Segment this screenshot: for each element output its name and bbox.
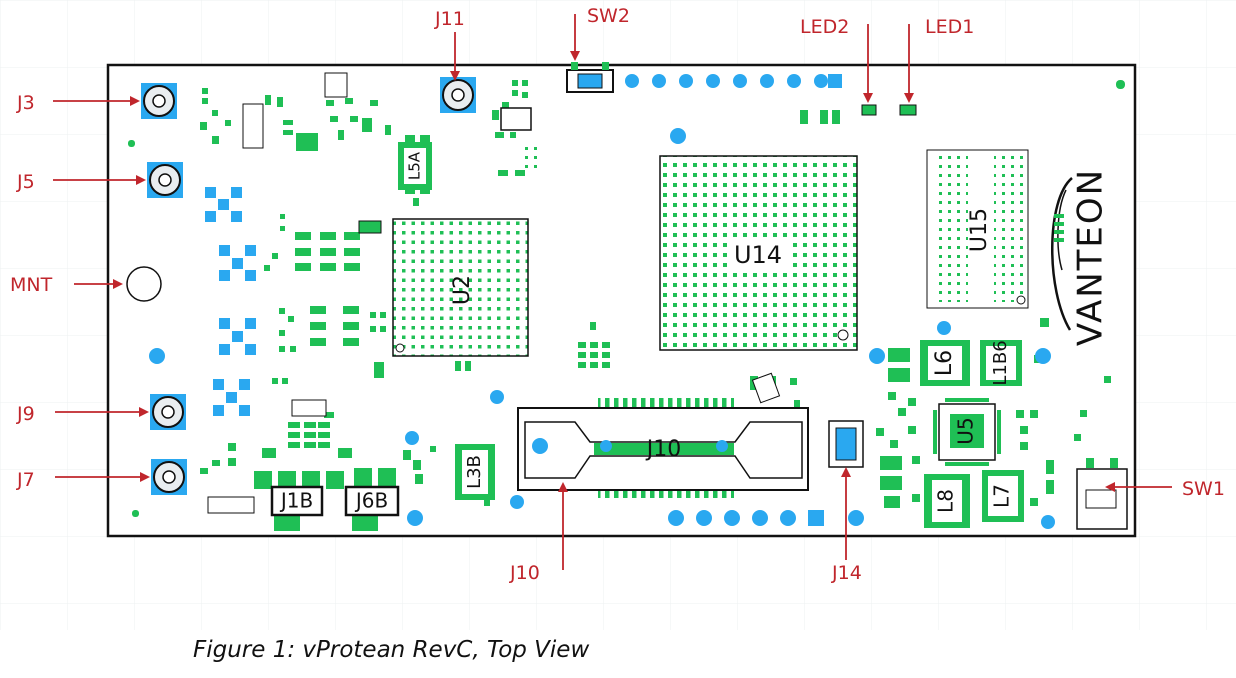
connector-j3 bbox=[141, 83, 177, 119]
u15-label: U15 bbox=[967, 208, 992, 252]
j10-silk-label: J10 bbox=[645, 437, 681, 462]
smd-pads bbox=[128, 80, 1125, 531]
inductor-l6: L6 bbox=[920, 340, 970, 386]
callout-sw1: SW1 bbox=[1105, 478, 1225, 500]
connector-j14 bbox=[828, 420, 864, 468]
rf-filter-pads bbox=[205, 187, 256, 416]
switch-sw1 bbox=[1076, 458, 1128, 530]
callout-j7: J7 bbox=[16, 469, 150, 491]
callout-sw1-label: SW1 bbox=[1182, 478, 1225, 500]
callout-sw2: SW2 bbox=[570, 5, 630, 61]
chip-u15: U15 bbox=[926, 149, 1029, 309]
callout-j14: J14 bbox=[831, 467, 862, 584]
u5-label: U5 bbox=[954, 417, 978, 444]
led2 bbox=[861, 104, 877, 116]
connector-j1b: J1B bbox=[270, 485, 324, 517]
callout-mnt-label: MNT bbox=[10, 274, 53, 296]
inductor-l1b6: L1B6 bbox=[980, 340, 1022, 386]
callout-j3-label: J3 bbox=[16, 92, 35, 114]
figure-caption: Figure 1: vProtean RevC, Top View bbox=[193, 637, 590, 663]
crystal-x1 bbox=[500, 107, 532, 131]
mounting-hole-mnt bbox=[126, 266, 162, 302]
l6-label: L6 bbox=[932, 350, 957, 376]
l3b-label: L3B bbox=[464, 455, 485, 489]
connector-j10: J10 bbox=[517, 398, 809, 498]
callout-j3: J3 bbox=[16, 92, 140, 114]
l8-label: L8 bbox=[934, 489, 958, 513]
header-pads-bottom bbox=[668, 510, 824, 526]
inductor-l3b: L3B bbox=[455, 444, 495, 500]
header-pads-top bbox=[625, 74, 842, 88]
inductor-l7: L7 bbox=[982, 470, 1024, 522]
board-diagram: L5A U2 U14 U15 VANTEON L6 L1 bbox=[0, 0, 1236, 630]
callout-j14-label: J14 bbox=[831, 562, 862, 584]
led1 bbox=[899, 104, 917, 116]
callout-led2: LED2 bbox=[800, 16, 873, 103]
logo-text: VANTEON bbox=[1071, 168, 1111, 346]
j1b-label: J1B bbox=[279, 489, 313, 513]
crystal-y1 bbox=[751, 372, 781, 404]
resistor-r27 bbox=[242, 103, 264, 149]
resistor-r119b bbox=[207, 496, 255, 514]
callout-mnt: MNT bbox=[10, 274, 123, 296]
callout-sw2-label: SW2 bbox=[587, 5, 630, 27]
callout-j5: J5 bbox=[16, 171, 146, 193]
transistor-q2a bbox=[324, 72, 348, 98]
switch-sw2 bbox=[566, 62, 614, 93]
u2-label: U2 bbox=[450, 275, 475, 305]
connector-j5 bbox=[147, 162, 183, 198]
callout-j11: J11 bbox=[434, 8, 465, 81]
vanteon-logo: VANTEON bbox=[1051, 168, 1111, 346]
callout-j11-label: J11 bbox=[434, 8, 465, 30]
l7-label: L7 bbox=[990, 484, 1014, 508]
connector-j11 bbox=[440, 77, 476, 113]
callout-led2-label: LED2 bbox=[800, 16, 849, 38]
test-points bbox=[149, 128, 1055, 529]
resistor-r20 bbox=[358, 220, 382, 234]
chip-u5: U5 bbox=[933, 398, 1001, 466]
callout-j9-label: J9 bbox=[16, 403, 35, 425]
j6b-label: J6B bbox=[354, 489, 388, 513]
l1b6-label: L1B6 bbox=[990, 340, 1011, 385]
callout-led1: LED1 bbox=[904, 16, 974, 103]
chip-u2: U2 bbox=[392, 218, 529, 357]
callout-j9: J9 bbox=[16, 403, 149, 425]
callout-j10-label: J10 bbox=[509, 562, 540, 584]
callout-led1-label: LED1 bbox=[925, 16, 974, 38]
l5a-label: L5A bbox=[406, 151, 424, 180]
connector-j7 bbox=[151, 459, 187, 495]
inductor-l8: L8 bbox=[924, 474, 970, 528]
transistor-q3b bbox=[291, 399, 327, 417]
u14-label: U14 bbox=[734, 241, 782, 269]
callout-j7-label: J7 bbox=[16, 469, 35, 491]
callout-j5-label: J5 bbox=[16, 171, 35, 193]
connector-j6b: J6B bbox=[344, 485, 400, 517]
inductor-l5a: L5A bbox=[398, 142, 432, 190]
chip-u14: U14 bbox=[659, 155, 858, 351]
callout-j10: J10 bbox=[509, 482, 568, 584]
connector-j9 bbox=[150, 394, 186, 430]
